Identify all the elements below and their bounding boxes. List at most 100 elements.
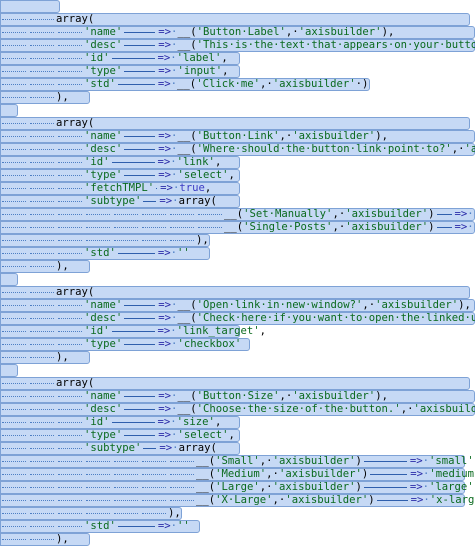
code-line[interactable]: __('Set·Manually',·'axisbuilder')=>·'man [0, 208, 475, 221]
code-token-str: 'Medium' [215, 468, 267, 480]
space-marker: · [423, 494, 430, 506]
tab-indent-marker [0, 117, 28, 130]
code-line[interactable]: 'subtype'=>·array( [0, 442, 217, 455]
code-line[interactable]: ), [0, 260, 69, 273]
code-token-punc: __( [196, 481, 216, 493]
code-token-punc: , [259, 325, 266, 337]
code-token-str: 'id' [84, 416, 110, 428]
tab-indent-marker [0, 507, 28, 520]
selection-highlight [0, 364, 18, 377]
tab-alignment-marker [122, 169, 158, 182]
tab-indent-marker [140, 468, 168, 481]
code-line[interactable]: array( [0, 117, 94, 130]
code-token-str: 'fetchTMPL' [84, 182, 155, 194]
code-line[interactable]: 'id'=>·'link', [0, 156, 221, 169]
code-line[interactable]: array( [0, 13, 94, 26]
code-line[interactable]: 'type'=>·'select', [0, 169, 235, 182]
tab-indent-marker [56, 481, 84, 494]
code-line[interactable]: 'id'=>·'label', [0, 52, 228, 65]
selection-highlight [0, 169, 240, 182]
code-line[interactable]: 'desc'=>·__('Check·here·if·you·want·to·o… [0, 312, 475, 325]
code-line[interactable]: 'name'=>·__('Button·Size',·'axisbuilder'… [0, 390, 388, 403]
space-marker: · [172, 182, 180, 194]
code-token-str: 'Small' [215, 455, 260, 467]
code-token-str: 'axisbuilder' [375, 299, 459, 311]
code-line[interactable]: 'desc'=>·__('Where·should·the·button·lin… [0, 143, 475, 156]
tab-indent-marker [140, 494, 168, 507]
code-token-str: 'std' [84, 78, 116, 90]
code-line[interactable]: 'fetchTMPL'=>·true, [0, 182, 211, 195]
code-line[interactable]: array( [0, 377, 94, 390]
code-token-str: 'Check·here·if·you·want·to·open·the·link… [196, 312, 475, 324]
space-marker: · [171, 390, 178, 402]
code-token-punc: ) [361, 468, 369, 480]
code-line[interactable]: ), [0, 533, 69, 546]
tab-indent-marker [0, 351, 28, 364]
code-line[interactable]: 'std'=>·'' [0, 520, 190, 533]
code-token-arrow: => [158, 299, 172, 311]
tab-indent-marker [56, 468, 84, 481]
code-line[interactable]: ), [0, 507, 181, 520]
selection-highlight [0, 78, 370, 91]
code-line[interactable]: 'std'=>·'' [0, 247, 190, 260]
tab-indent-marker [112, 481, 140, 494]
code-line[interactable]: ), [0, 351, 69, 364]
tab-indent-marker [28, 117, 56, 130]
code-token-str: '' [177, 247, 190, 259]
tab-indent-marker [56, 221, 84, 234]
code-token-punc: ) [428, 208, 435, 220]
tab-indent-marker [28, 208, 56, 221]
code-line[interactable]: 'name'=>·__('Button·Label',·'axisbuilder… [0, 26, 394, 39]
code-token-punc: ,· [400, 403, 414, 415]
code-token-arrow: => [157, 520, 171, 532]
code-line[interactable]: 'name'=>·__('Button·Link',·'axisbuilder'… [0, 130, 388, 143]
code-token-arrow: => [157, 78, 171, 90]
tab-indent-marker [28, 455, 56, 468]
code-line[interactable]: 'desc'=>·__('This·is·the·text·that·appea… [0, 39, 475, 52]
code-line[interactable]: __('X·Large',·'axisbuilder')=>·'x-large'… [0, 494, 475, 507]
code-line[interactable]: 'type'=>·'select', [0, 429, 235, 442]
space-marker: · [171, 39, 178, 51]
tab-alignment-marker [122, 39, 158, 52]
tab-alignment-marker [122, 130, 158, 143]
code-token-arrow: => [158, 26, 172, 38]
code-line[interactable]: 'type'=>·'checkbox' [0, 338, 241, 351]
code-line[interactable]: ), [0, 91, 69, 104]
code-line[interactable]: 'std'=>·__('Click·me',·'axisbuilder'·) [0, 78, 368, 91]
tab-indent-marker [28, 403, 56, 416]
tab-indent-marker [28, 182, 56, 195]
code-line[interactable]: 'id'=>·'link_target', [0, 325, 266, 338]
code-line[interactable]: 'name'=>·__('Open·link·in·new·window?',·… [0, 299, 471, 312]
tab-indent-marker [28, 13, 56, 26]
tab-indent-marker [56, 78, 84, 91]
tab-indent-marker [28, 507, 56, 520]
code-token-punc: ,· [259, 481, 273, 493]
code-token-str: 'Button·Label' [196, 26, 286, 38]
tab-indent-marker [56, 338, 84, 351]
tab-indent-marker [168, 468, 196, 481]
code-line[interactable]: __('Large',·'axisbuilder')=>·'large', [0, 481, 475, 494]
code-line[interactable]: array( [0, 286, 94, 299]
code-line[interactable]: __('Small',·'axisbuilder')=>·'small', [0, 455, 475, 468]
tab-indent-marker [0, 468, 28, 481]
code-line[interactable]: 'desc'=>·__('Choose·the·size·of·the·butt… [0, 403, 475, 416]
code-line[interactable]: __('Medium',·'axisbuilder')=>·'medium', [0, 468, 475, 481]
selection-highlight [0, 247, 210, 260]
code-line[interactable]: 'subtype'=>·array( [0, 195, 217, 208]
space-marker: · [171, 312, 178, 324]
code-token-arrow: => [454, 208, 468, 220]
code-line[interactable]: ), [0, 234, 209, 247]
code-token-punc: ,· [259, 78, 273, 90]
tab-alignment-marker [141, 195, 159, 208]
tab-indent-marker [168, 494, 196, 507]
tab-indent-marker [56, 507, 84, 520]
code-token-str: 'Large' [215, 481, 260, 493]
code-token-punc: __( [177, 39, 197, 51]
code-line[interactable]: 'type'=>·'input', [0, 65, 228, 78]
code-token-arrow: => [157, 156, 171, 168]
code-line[interactable]: 'id'=>·'size', [0, 416, 221, 429]
tab-indent-marker [0, 533, 28, 546]
code-token-str: 'medium' [429, 468, 475, 480]
code-line[interactable]: __('Single·Posts',·'axisbuilder')=>·'sin [0, 221, 475, 234]
